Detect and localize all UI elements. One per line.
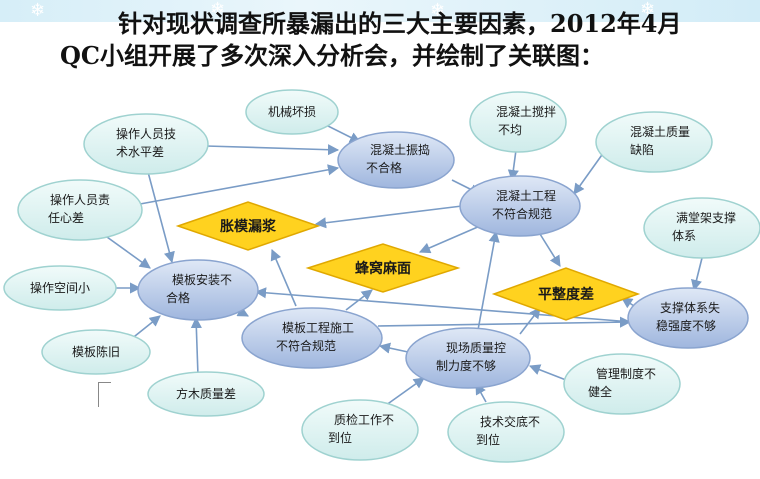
node-label: 不合格 — [366, 160, 402, 175]
node-moban-chenjiu: 模板陈旧 — [41, 329, 151, 375]
node-label: 不符合规范 — [276, 338, 336, 353]
node-xianchang: 现场质量控 制力度不够 — [405, 327, 531, 389]
problem-label: 平整度差 — [538, 286, 594, 303]
arrow-jiaoban-gongcheng — [507, 149, 519, 182]
node-label: 方木质量差 — [176, 386, 236, 401]
node-label: 体系 — [672, 229, 696, 243]
arrow-fangmu-moban — [190, 316, 202, 377]
node-fangmu: 方木质量差 — [147, 371, 265, 417]
problem-pingzhengdu: 平整度差 — [491, 267, 641, 321]
node-caozuo-zeren: 操作人员责 任心差 — [17, 179, 143, 241]
arrow-gongcheng-pingzheng — [539, 233, 561, 267]
node-label: 操作人员责 — [50, 192, 110, 207]
problem-label: 蜂窝麻面 — [355, 260, 411, 277]
arrow-zeren-zhendao — [139, 164, 340, 205]
node-label: 支撑体系失 — [660, 300, 720, 315]
node-label: 操作空间小 — [30, 280, 90, 295]
node-moban-anzhuang: 模板安装不 合格 — [137, 259, 259, 321]
arrow-gongcheng-fengwo — [418, 225, 481, 254]
arrow-zhijian-xianchang — [381, 377, 425, 409]
node-label: 到位 — [476, 432, 500, 447]
arrows — [99, 121, 703, 409]
node-label: 合格 — [166, 290, 190, 305]
node-label: 术水平差 — [116, 145, 164, 159]
node-label: 任心差 — [48, 211, 84, 225]
snowflake-icon: ❄ — [30, 0, 46, 21]
arrow-xianchang-pingzheng — [519, 307, 541, 335]
node-hunningtu-jiaoban: 混凝土搅拌 不均 — [469, 91, 567, 153]
node-hunningtu-gongcheng: 混凝土工程 不符合规范 — [459, 175, 581, 237]
problem-zhangmo-louji: 胀模漏浆 — [175, 201, 321, 251]
node-label: 到位 — [328, 430, 352, 445]
problem-fengwo-mamian: 蜂窝麻面 — [305, 243, 461, 293]
node-label: 稳强度不够 — [656, 318, 716, 333]
node-label: 混凝土振捣 — [370, 142, 430, 157]
arrow-mobangongcheng-zhicheng — [377, 316, 632, 328]
node-moban-gongcheng: 模板工程施工 不符合规范 — [241, 307, 383, 369]
node-mantang: 满堂架支撑 体系 — [643, 197, 760, 259]
node-label: 不符合规范 — [492, 206, 552, 221]
node-label: 混凝土搅拌 — [496, 104, 556, 119]
node-zhijian: 质检工作不 到位 — [301, 399, 419, 461]
title-line-2: QC小组开展了多次深入分析会，并绘制了关联图： — [60, 41, 605, 70]
node-zhendao: 混凝土振捣 不合格 — [337, 131, 455, 189]
arrow-zeren-moban — [99, 231, 151, 269]
node-label: 缺陷 — [630, 142, 654, 157]
node-jishu-jiaodi: 技术交底不 到位 — [447, 401, 565, 463]
node-label: 健全 — [588, 384, 612, 399]
arrow-gongcheng-zhangmo — [314, 205, 463, 229]
arrow-mantang-zhicheng — [691, 257, 703, 292]
node-label: 制力度不够 — [436, 358, 496, 373]
node-label: 混凝土质量 — [630, 124, 690, 139]
snowflake-icon: ❄ — [640, 0, 656, 20]
node-label: 现场质量控 — [446, 341, 506, 355]
node-hunningtu-zhiliang: 混凝土质量 缺陷 — [595, 111, 713, 173]
node-jixie: 机械坏损 — [245, 89, 339, 135]
node-label: 模板安装不 — [172, 272, 232, 287]
node-guanli: 管理制度不 健全 — [563, 353, 681, 415]
node-label: 机械坏损 — [268, 104, 316, 119]
slide-title: 针对现状调查所暴漏出的三大主要因素，2012年4月 QC小组开展了多次深入分析会… — [60, 8, 740, 72]
arrow-jishu-moban — [147, 171, 175, 264]
problem-label: 胀模漏浆 — [220, 218, 277, 235]
node-label: 混凝土工程 — [496, 188, 556, 203]
arrow-zhiliang-gongcheng — [573, 151, 605, 195]
node-label: 满堂架支撑 — [676, 210, 736, 225]
snowflake-icon: ❄ — [430, 0, 446, 21]
arrow-guanli-xianchang — [528, 364, 567, 381]
node-label: 技术交底不 — [480, 414, 540, 429]
arrow-jishu-zhendao — [205, 144, 340, 156]
node-label: 模板陈旧 — [72, 344, 120, 359]
arrow-xianchang-gongcheng — [477, 230, 500, 331]
node-label: 管理制度不 — [596, 366, 656, 381]
node-label: 模板工程施工 — [282, 320, 354, 335]
node-label: 质检工作不 — [334, 412, 394, 427]
node-zhicheng-wending: 支撑体系失 稳强度不够 — [627, 287, 749, 349]
arrow-mobangongcheng-zhangmo — [270, 248, 297, 307]
top-decorative-band: ❄ ❄ ❄ ❄ — [0, 0, 760, 22]
node-label: 不均 — [498, 123, 522, 137]
arrow-xianchang-mobangongcheng — [378, 342, 409, 354]
node-kongjian: 操作空间小 — [3, 265, 117, 311]
corner-bracket — [98, 382, 111, 407]
title-line-1: 针对现状调查所暴漏出的三大主要因素，2012年4月 — [118, 9, 682, 38]
snowflake-icon: ❄ — [210, 0, 226, 20]
node-caozuo-jishu: 操作人员技 术水平差 — [83, 113, 209, 175]
node-label: 操作人员技 — [116, 126, 176, 141]
